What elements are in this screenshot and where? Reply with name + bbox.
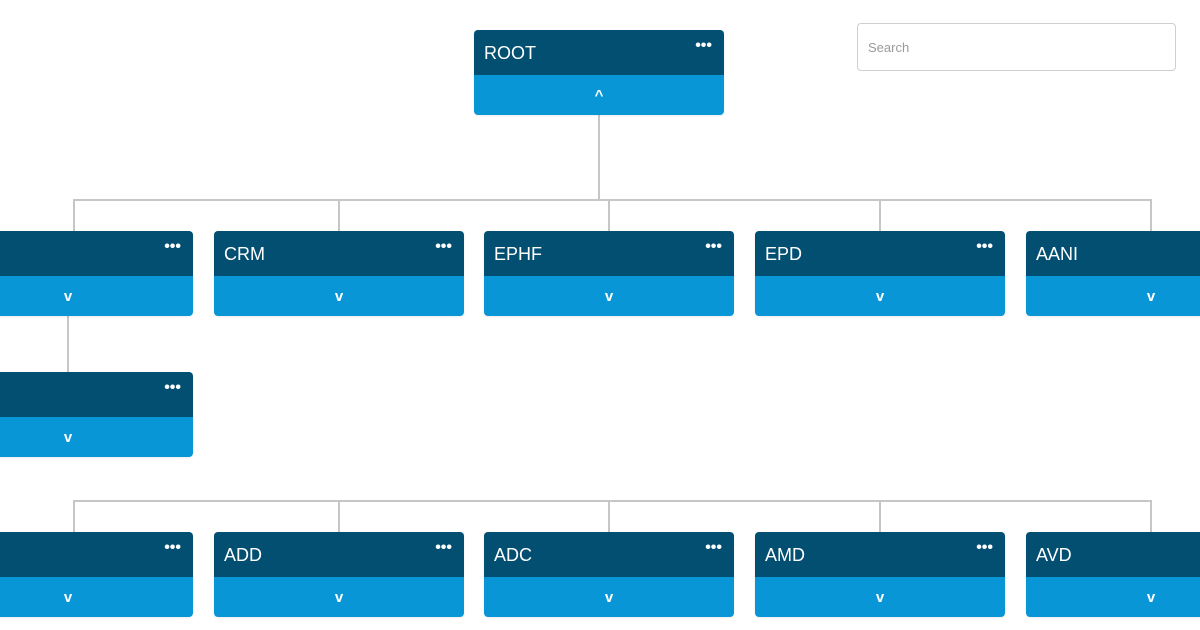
connector-line bbox=[73, 199, 75, 231]
node-header: CM ••• bbox=[0, 372, 193, 417]
expand-toggle[interactable]: v bbox=[214, 276, 464, 316]
connector-line bbox=[73, 500, 1152, 502]
node-root[interactable]: ROOT ••• ^ bbox=[474, 30, 724, 115]
node-unnamed[interactable]: ••• v bbox=[0, 532, 193, 617]
more-options-icon[interactable]: ••• bbox=[976, 238, 993, 255]
connector-line bbox=[608, 500, 610, 532]
node-title: EPHF bbox=[494, 244, 543, 264]
node-add[interactable]: ADD ••• v bbox=[214, 532, 464, 617]
node-header: ••• bbox=[0, 532, 193, 577]
node-header: AANI ••• bbox=[1026, 231, 1200, 276]
expand-toggle[interactable]: v bbox=[484, 276, 734, 316]
node-amd[interactable]: AMD ••• v bbox=[755, 532, 1005, 617]
node-header: CRM ••• bbox=[214, 231, 464, 276]
node-header: AVD ••• bbox=[1026, 532, 1200, 577]
more-options-icon[interactable]: ••• bbox=[695, 37, 712, 54]
node-title: ROOT bbox=[484, 43, 536, 63]
node-title: AVD bbox=[1036, 545, 1072, 565]
node-title: ADD bbox=[224, 545, 263, 565]
connector-line bbox=[879, 199, 881, 231]
more-options-icon[interactable]: ••• bbox=[435, 539, 452, 556]
node-title: AANI bbox=[1036, 244, 1079, 264]
node-header: AMD ••• bbox=[755, 532, 1005, 577]
more-options-icon[interactable]: ••• bbox=[976, 539, 993, 556]
node-header: ADD ••• bbox=[214, 532, 464, 577]
expand-toggle[interactable]: v bbox=[484, 577, 734, 617]
search-input[interactable] bbox=[857, 23, 1176, 71]
collapse-toggle[interactable]: ^ bbox=[474, 75, 724, 115]
connector-line bbox=[73, 500, 75, 532]
more-options-icon[interactable]: ••• bbox=[705, 238, 722, 255]
expand-toggle[interactable]: v bbox=[0, 577, 193, 617]
node-cm[interactable]: CM ••• v bbox=[0, 231, 193, 316]
node-ephf[interactable]: EPHF ••• v bbox=[484, 231, 734, 316]
connector-line bbox=[338, 199, 340, 231]
node-crm[interactable]: CRM ••• v bbox=[214, 231, 464, 316]
expand-toggle[interactable]: v bbox=[0, 417, 193, 457]
expand-toggle[interactable]: v bbox=[1026, 577, 1200, 617]
more-options-icon[interactable]: ••• bbox=[435, 238, 452, 255]
expand-toggle[interactable]: v bbox=[1026, 276, 1200, 316]
more-options-icon[interactable]: ••• bbox=[164, 379, 181, 396]
node-header: EPHF ••• bbox=[484, 231, 734, 276]
node-header: ROOT ••• bbox=[474, 30, 724, 75]
node-title: CRM bbox=[224, 244, 265, 264]
more-options-icon[interactable]: ••• bbox=[705, 539, 722, 556]
connector-line bbox=[67, 316, 69, 372]
node-header: CM ••• bbox=[0, 231, 193, 276]
connector-line bbox=[608, 199, 610, 231]
node-cm-child[interactable]: CM ••• v bbox=[0, 372, 193, 457]
connector-line bbox=[338, 500, 340, 532]
node-adc[interactable]: ADC ••• v bbox=[484, 532, 734, 617]
node-epd[interactable]: EPD ••• v bbox=[755, 231, 1005, 316]
connector-line bbox=[73, 199, 1152, 201]
expand-toggle[interactable]: v bbox=[755, 276, 1005, 316]
connector-line bbox=[598, 115, 600, 201]
node-title: ADC bbox=[494, 545, 533, 565]
expand-toggle[interactable]: v bbox=[0, 276, 193, 316]
connector-line bbox=[1150, 500, 1152, 532]
node-aani[interactable]: AANI ••• v bbox=[1026, 231, 1200, 316]
expand-toggle[interactable]: v bbox=[214, 577, 464, 617]
more-options-icon[interactable]: ••• bbox=[164, 539, 181, 556]
node-header: ADC ••• bbox=[484, 532, 734, 577]
node-avd[interactable]: AVD ••• v bbox=[1026, 532, 1200, 617]
more-options-icon[interactable]: ••• bbox=[164, 238, 181, 255]
expand-toggle[interactable]: v bbox=[755, 577, 1005, 617]
node-header: EPD ••• bbox=[755, 231, 1005, 276]
connector-line bbox=[1150, 199, 1152, 231]
node-title: AMD bbox=[765, 545, 805, 565]
node-title: EPD bbox=[765, 244, 803, 264]
connector-line bbox=[879, 500, 881, 532]
